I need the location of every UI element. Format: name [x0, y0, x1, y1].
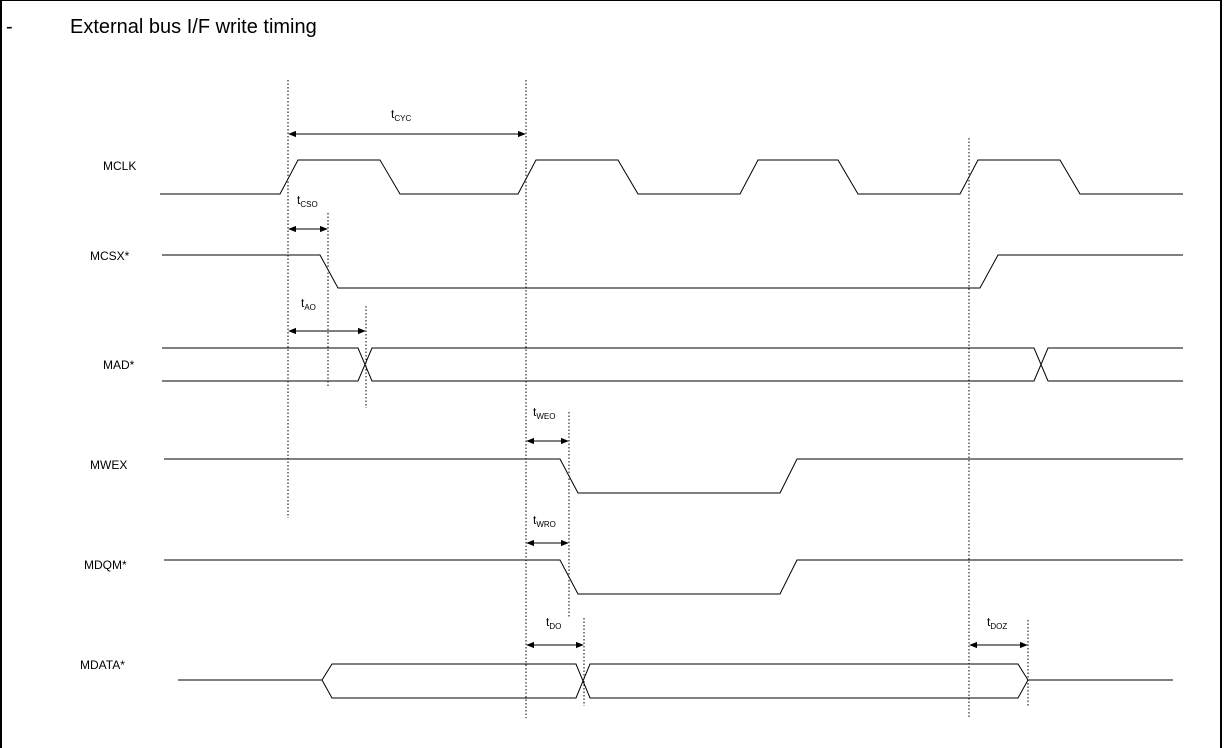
timing-label-tao: tAO: [301, 296, 316, 312]
timing-label-tweo: tWEO: [533, 405, 555, 421]
signal-label-mwex: MWEX: [90, 458, 127, 472]
signal-label-mad: MAD*: [103, 358, 135, 372]
signal-label-mdqm: MDQM*: [84, 558, 127, 572]
mclk-waveform: [160, 159, 1183, 195]
signal-labels: MCLK MCSX* MAD* MWEX MDQM* MDATA*: [80, 159, 136, 672]
heading-bullet: -: [6, 16, 13, 38]
timing-label-twro: tWRO: [533, 513, 556, 529]
mdata-waveform: [178, 663, 1173, 699]
heading-title: External bus I/F write timing: [70, 16, 317, 38]
diagram-heading: - External bus I/F write timing: [6, 16, 317, 39]
mad-waveform: [162, 347, 1183, 382]
signal-label-mdata: MDATA*: [80, 658, 125, 672]
timing-label-tdoz: tDOZ: [987, 615, 1007, 631]
reference-lines: [287, 80, 1029, 718]
signal-label-mclk: MCLK: [103, 159, 136, 173]
timing-labels: tCYC tCSO tAO tWEO tWRO tDO tDOZ: [297, 107, 1007, 631]
signal-label-mcsx: MCSX*: [90, 249, 130, 263]
mwex-waveform: [164, 458, 1183, 494]
timing-label-tcyc: tCYC: [391, 107, 411, 123]
timing-label-tdo: tDO: [546, 615, 561, 631]
mcsx-waveform: [162, 254, 1183, 289]
mdqm-waveform: [164, 559, 1183, 595]
timing-label-tcso: tCSO: [297, 193, 318, 209]
